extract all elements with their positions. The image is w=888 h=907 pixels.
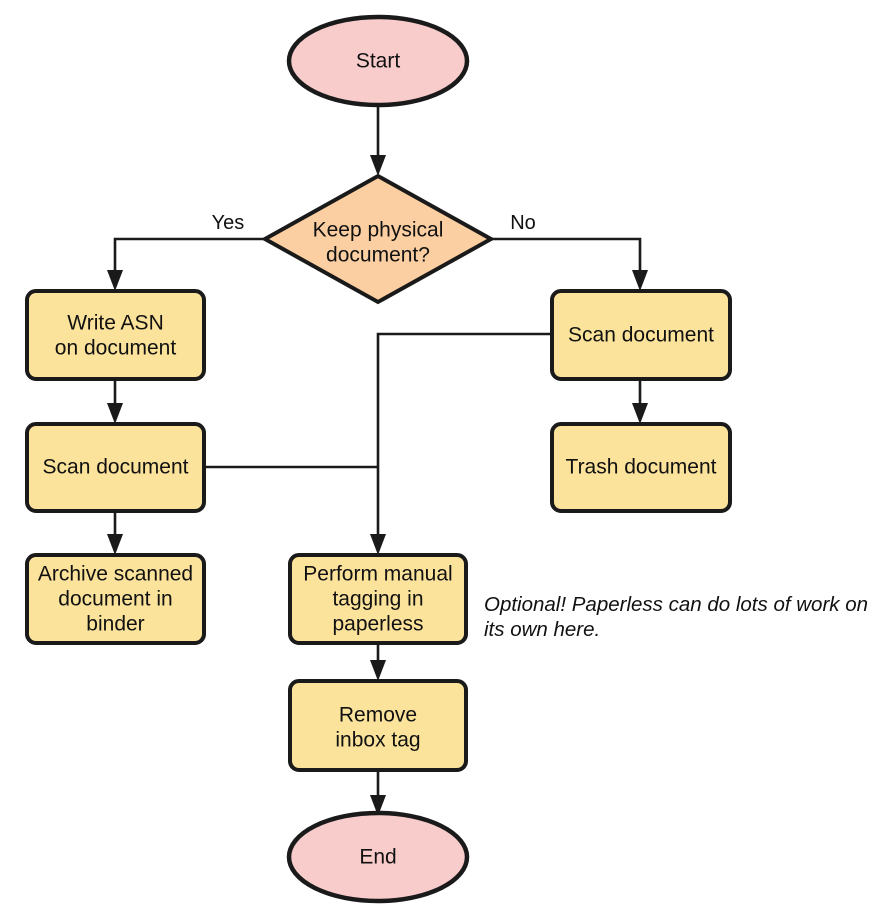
edge-scan-right-to-trash bbox=[632, 379, 648, 424]
node-scan-document-right[interactable]: Scan document bbox=[550, 289, 732, 381]
node-scan-document-left-label: Scan document bbox=[43, 456, 189, 479]
annotation-optional-note-line2: its own here. bbox=[484, 618, 600, 641]
node-archive-scanned-document[interactable]: Archive scanned document in binder bbox=[25, 553, 206, 645]
node-tagging-label-line3: paperless bbox=[332, 613, 423, 636]
node-decision-label-line1: Keep physical bbox=[313, 219, 444, 242]
node-remove-inbox-label-line2: inbox tag bbox=[335, 729, 420, 752]
node-tagging-label-line1: Perform manual bbox=[303, 563, 452, 586]
node-start-label: Start bbox=[356, 50, 401, 73]
node-archive-label-line3: binder bbox=[86, 613, 144, 636]
annotation-optional-note: Optional! Paperless can do lots of work … bbox=[484, 593, 868, 641]
edge-remove-inbox-to-end bbox=[370, 770, 386, 816]
node-start[interactable]: Start bbox=[286, 14, 470, 108]
node-trash-document-label: Trash document bbox=[566, 456, 717, 479]
edge-decision-yes-to-write-asn bbox=[107, 237, 265, 291]
node-remove-inbox-label-line1: Remove bbox=[339, 704, 417, 727]
edge-label-no: No bbox=[510, 212, 536, 234]
node-trash-document[interactable]: Trash document bbox=[550, 422, 732, 513]
node-archive-label-line2: document in bbox=[58, 588, 172, 611]
node-remove-inbox-tag[interactable]: Remove inbox tag bbox=[288, 679, 468, 772]
node-write-asn-on-document[interactable]: Write ASN on document bbox=[25, 289, 206, 381]
edge-scan-left-to-archive bbox=[107, 511, 123, 555]
annotation-optional-note-line1: Optional! Paperless can do lots of work … bbox=[484, 593, 868, 616]
edge-start-to-decision bbox=[370, 102, 386, 176]
edge-decision-no-to-scan-right bbox=[491, 237, 648, 291]
node-perform-manual-tagging[interactable]: Perform manual tagging in paperless bbox=[288, 553, 468, 645]
edge-scan-right-to-tagging bbox=[370, 332, 552, 555]
node-end-label: End bbox=[359, 846, 396, 869]
edge-tagging-to-remove-inbox bbox=[370, 643, 386, 681]
node-scan-document-right-label: Scan document bbox=[568, 324, 714, 347]
node-scan-document-left[interactable]: Scan document bbox=[25, 422, 206, 513]
node-decision-label-line2: document? bbox=[326, 244, 430, 267]
node-decision-keep-physical-document[interactable]: Keep physical document? bbox=[260, 173, 496, 305]
edge-label-yes: Yes bbox=[212, 212, 245, 234]
node-write-asn-label-line1: Write ASN bbox=[67, 312, 163, 335]
node-archive-label-line1: Archive scanned bbox=[38, 563, 193, 586]
node-write-asn-label-line2: on document bbox=[55, 337, 177, 360]
node-tagging-label-line2: tagging in bbox=[332, 588, 423, 611]
node-end[interactable]: End bbox=[286, 810, 470, 904]
edge-write-asn-to-scan-left bbox=[107, 379, 123, 424]
